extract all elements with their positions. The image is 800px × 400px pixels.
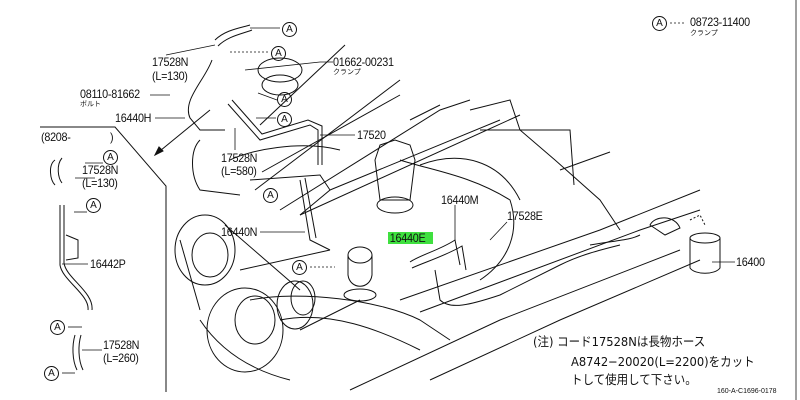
upper-hoses	[187, 24, 331, 251]
footer-code: 160-A-C1696-0178	[717, 388, 777, 395]
air-valve	[343, 246, 377, 302]
inset-label-17528n-upper: 17528N	[82, 163, 119, 177]
label-17520: 17520	[357, 128, 386, 142]
lower-hoses	[409, 234, 641, 306]
inset-arrow	[154, 109, 211, 156]
label-clamp-name: クランプ	[333, 69, 361, 76]
leader-lines	[62, 0, 797, 400]
clamp-a-marker: A	[103, 150, 118, 165]
clamp-a-marker: A	[292, 260, 307, 275]
clamp-a-marker: A	[282, 22, 297, 37]
clamp-a-marker: A	[277, 112, 292, 127]
inset-frame	[40, 126, 167, 392]
fuel-filter	[649, 214, 721, 274]
label-16440h: 16440H	[115, 111, 152, 125]
clamp-a-marker-legend: A	[652, 16, 667, 31]
inset-label-17528n-lower-length: (L=260)	[103, 351, 139, 365]
inset-label-17528n-upper-length: (L=130)	[82, 176, 118, 190]
engine-block	[199, 44, 701, 391]
clamp-a-marker: A	[50, 320, 65, 335]
legend-part-name: クランプ	[690, 30, 718, 37]
inset-label-17528n-lower: 17528N	[103, 338, 140, 352]
inset-hoses	[50, 157, 93, 371]
pulleys	[174, 214, 361, 373]
label-16440e-highlighted[interactable]: 16440E	[388, 232, 433, 244]
label-bolt: 08110-81662	[80, 87, 140, 101]
label-16440m: 16440M	[441, 193, 479, 207]
distributor	[374, 139, 416, 214]
label-17528n-mid-length: (L=580)	[221, 164, 257, 178]
clamp-a-marker: A	[263, 188, 278, 203]
clamp-a-marker: A	[271, 46, 286, 61]
label-bolt-name: ボルト	[80, 101, 101, 108]
label-17528n-top: 17528N	[152, 55, 189, 69]
note-line-1: (注) コード17528Nは長物ホース	[533, 334, 706, 349]
legend-part-number: 08723-11400	[690, 15, 750, 29]
label-16440n: 16440N	[221, 225, 258, 239]
note-line-2: A8742−20020(L=2200)をカット	[571, 354, 755, 369]
label-17528n-top-length: (L=130)	[152, 69, 188, 83]
inset-title: (8208-	[41, 130, 71, 144]
inset-label-16442p: 16442P	[90, 257, 126, 271]
clamp-a-marker: A	[277, 92, 292, 107]
label-16400: 16400	[736, 255, 765, 269]
label-clamp-01662: 01662-00231	[333, 55, 394, 69]
inset-title-close: )	[110, 130, 114, 144]
clamp-a-marker: A	[44, 366, 59, 381]
label-17528n-mid: 17528N	[221, 151, 258, 165]
label-17528e: 17528E	[507, 209, 543, 223]
clamp-a-marker: A	[86, 198, 101, 213]
note-line-3: トして使用して下さい。	[571, 372, 697, 387]
